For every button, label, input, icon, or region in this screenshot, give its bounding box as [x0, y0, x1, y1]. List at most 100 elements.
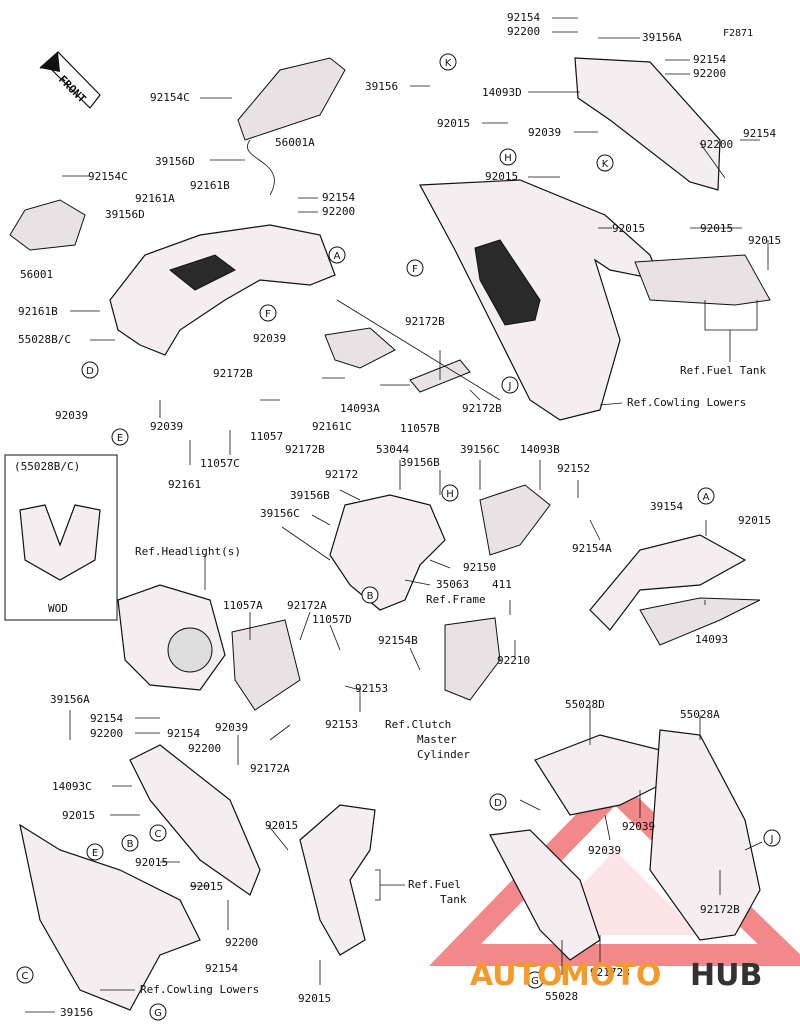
part-label: Ref.Fuel — [408, 878, 461, 891]
part-label: 92154 — [507, 11, 540, 24]
part-label: 14093B — [520, 443, 560, 456]
part-label: 92154B — [378, 634, 418, 647]
wod-box-caption: WOD — [48, 602, 68, 615]
cowl-stay — [329, 494, 446, 611]
part-label: 92172B — [285, 443, 325, 456]
part-label: 92039 — [528, 126, 561, 139]
upper-cowl-front — [109, 224, 336, 356]
cover-14093B — [479, 484, 551, 556]
part-label: 56001 — [20, 268, 53, 281]
part-label: Ref.Cowling Lowers — [627, 396, 746, 409]
part-label: 92153 — [355, 682, 388, 695]
inner-cover-lower-mid — [299, 804, 376, 956]
part-label: 92015 — [265, 819, 298, 832]
part-label: 92200 — [225, 936, 258, 949]
watermark-text: AUTO MOTO HUB — [470, 958, 762, 993]
part-label: 92154 — [90, 712, 123, 725]
callout-circle — [121, 834, 139, 852]
callout-circle — [259, 304, 277, 322]
watermark-hub: HUB — [690, 958, 762, 993]
callout-letter: J — [770, 834, 774, 845]
callout-circle — [111, 428, 129, 446]
part-label: 35063 — [436, 578, 469, 591]
part-label: Master — [417, 733, 457, 746]
inner-cover-right — [634, 254, 771, 306]
callout-letter: B — [127, 839, 134, 850]
part-label: 92039 — [253, 332, 286, 345]
part-label: 55028A — [680, 708, 720, 721]
callout-letter: C — [155, 829, 162, 840]
callout-circle — [149, 1003, 167, 1021]
wod-cowl-illustration — [19, 504, 101, 581]
cover-14093A — [324, 327, 396, 369]
part-label: 92015 — [298, 992, 331, 1005]
part-label: 92015 — [485, 170, 518, 183]
upper-cowl-vent — [168, 254, 236, 291]
callout-letter: D — [86, 366, 94, 377]
cover-39154 — [589, 534, 747, 631]
part-label: 92172B — [213, 367, 253, 380]
callout-circle — [763, 829, 781, 847]
part-label: 92161 — [168, 478, 201, 491]
part-label: 92172B — [405, 315, 445, 328]
part-label: 92161B — [190, 179, 230, 192]
part-label: 92200 — [693, 67, 726, 80]
side-cowl-right-opening — [474, 239, 541, 326]
part-label: 53044 — [376, 443, 409, 456]
part-label: 55028D — [565, 698, 605, 711]
callout-circle — [499, 148, 517, 166]
part-label: 11057 — [250, 430, 283, 443]
callout-circle — [441, 484, 459, 502]
part-label: 92154 — [167, 727, 200, 740]
watermark-moto: MOTO — [560, 958, 661, 993]
side-cowl-upper-right — [574, 57, 721, 191]
callout-circle — [86, 843, 104, 861]
part-label: 14093A — [340, 402, 380, 415]
part-label: 92153 — [325, 718, 358, 731]
callout-letter: K — [602, 159, 609, 170]
part-label: 92172A — [287, 599, 327, 612]
callout-letter: A — [703, 492, 710, 503]
callout-letter: F — [412, 264, 418, 275]
callout-letter: H — [446, 489, 454, 500]
part-label: 92039 — [622, 820, 655, 833]
part-label: 92154A — [572, 542, 612, 555]
mirror-stalk — [247, 139, 275, 196]
callout-letter: H — [504, 153, 512, 164]
callout-letter: J — [508, 381, 512, 392]
part-label: 39156C — [260, 507, 300, 520]
callout-circle — [489, 793, 507, 811]
callout-circle — [596, 154, 614, 172]
cover-14093 — [639, 597, 761, 646]
part-label: 92200 — [90, 727, 123, 740]
part-label: 92039 — [55, 409, 88, 422]
clutch-master-cylinder — [444, 617, 501, 701]
part-label: 92200 — [188, 742, 221, 755]
callout-circle — [697, 487, 715, 505]
part-label: 39156D — [105, 208, 145, 221]
part-label: 92154 — [693, 53, 726, 66]
front-arrow-icon: FRONT — [39, 51, 101, 109]
callout-letter: D — [494, 798, 502, 809]
callout-circle — [526, 971, 544, 989]
part-label: 92039 — [215, 721, 248, 734]
part-label: 92161B — [18, 305, 58, 318]
callout-letter: K — [445, 58, 452, 69]
part-label: 92154C — [150, 91, 190, 104]
callout-letter: B — [367, 591, 374, 602]
part-label: Ref.Cowling Lowers — [140, 983, 259, 996]
part-label: 92154C — [88, 170, 128, 183]
part-label: Cylinder — [417, 748, 470, 761]
part-label: 92015 — [700, 222, 733, 235]
inner-cover-14093C — [129, 744, 261, 896]
part-label: 92154 — [322, 191, 355, 204]
part-label: 92200 — [322, 205, 355, 218]
part-label: 92172B — [700, 903, 740, 916]
part-label: 39156B — [290, 489, 330, 502]
part-label: Ref.Headlight(s) — [135, 545, 241, 558]
part-label: 11057A — [223, 599, 263, 612]
leader-lines — [25, 17, 769, 1013]
part-label: 11057C — [200, 457, 240, 470]
part-label: 92015 — [135, 856, 168, 869]
